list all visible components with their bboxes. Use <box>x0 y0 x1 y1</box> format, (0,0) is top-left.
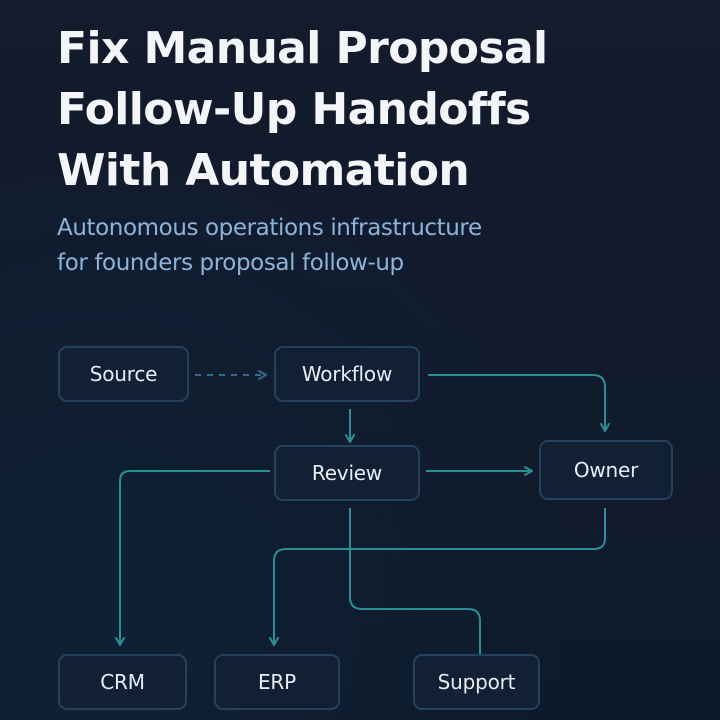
page-title: Fix Manual Proposal Follow-Up Handoffs W… <box>57 18 677 201</box>
connector-workflow-owner <box>428 374 610 432</box>
node-source-label: Source <box>89 362 158 386</box>
title-line-2: Follow-Up Handoffs <box>57 84 531 135</box>
connector-owner-erp <box>269 508 606 646</box>
node-review-label: Review <box>311 461 383 485</box>
node-owner-label: Owner <box>573 458 639 482</box>
subtitle-line-2: for founders proposal follow-up <box>57 250 404 276</box>
connector-review-support <box>349 508 481 654</box>
node-support[interactable]: Support <box>413 654 540 710</box>
connector-review-crm <box>115 470 270 646</box>
subtitle: Autonomous operations infrastructure for… <box>57 211 617 281</box>
node-crm-label: CRM <box>100 670 145 694</box>
node-erp[interactable]: ERP <box>214 654 340 710</box>
node-owner[interactable]: Owner <box>539 440 673 500</box>
title-line-1: Fix Manual Proposal <box>57 23 548 74</box>
subtitle-line-1: Autonomous operations infrastructure <box>57 215 482 241</box>
node-workflow-label: Workflow <box>301 362 393 386</box>
node-workflow[interactable]: Workflow <box>274 346 420 402</box>
node-source[interactable]: Source <box>58 346 189 402</box>
node-support-label: Support <box>437 670 516 694</box>
node-crm[interactable]: CRM <box>58 654 187 710</box>
title-line-3: With Automation <box>57 145 470 196</box>
node-review[interactable]: Review <box>274 445 420 501</box>
node-erp-label: ERP <box>258 670 296 694</box>
